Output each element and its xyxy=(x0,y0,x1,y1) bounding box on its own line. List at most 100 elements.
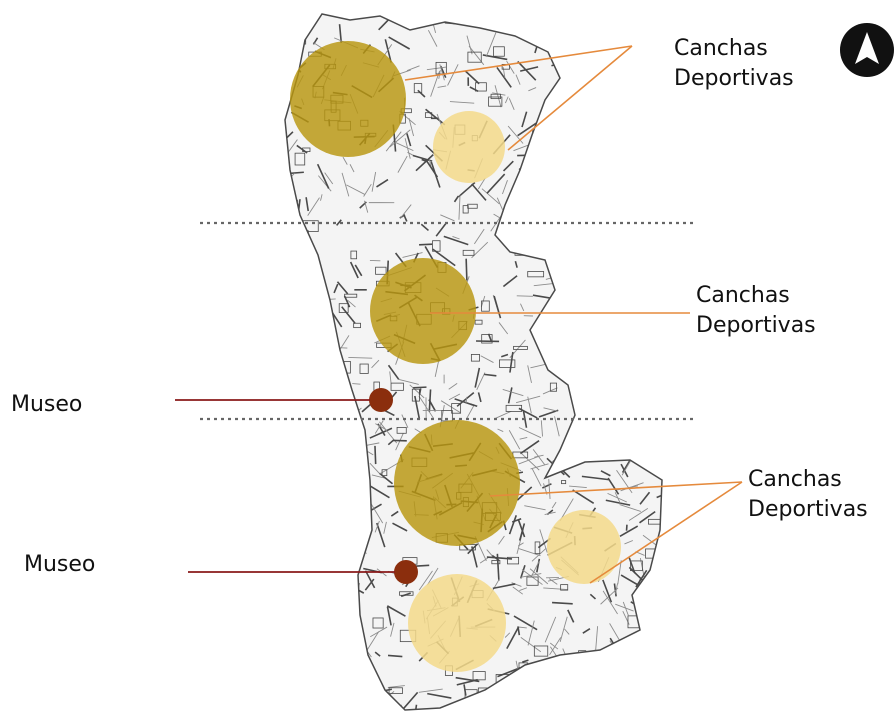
street-segment xyxy=(580,392,608,396)
parcel xyxy=(413,83,423,94)
street-segment xyxy=(639,491,651,505)
street-segment xyxy=(331,459,339,469)
street-segment xyxy=(543,587,568,590)
street-segment xyxy=(285,527,288,531)
street-segment xyxy=(663,346,664,358)
street-segment xyxy=(604,282,617,307)
street-segment xyxy=(638,14,643,20)
street-segment xyxy=(285,708,291,710)
street-segment xyxy=(369,462,380,474)
street-segment xyxy=(517,60,537,81)
street-segment xyxy=(543,407,559,412)
street-segment xyxy=(390,510,399,517)
street-segment xyxy=(393,711,399,713)
street-segment xyxy=(626,189,631,198)
parcel xyxy=(467,51,482,63)
street-segment xyxy=(412,154,433,162)
street-segment xyxy=(320,194,323,201)
parcel xyxy=(338,303,349,313)
street-segment xyxy=(641,42,646,65)
street-segment xyxy=(321,386,330,402)
street-segment xyxy=(514,260,518,268)
street-segment xyxy=(563,704,566,710)
street-segment xyxy=(511,582,522,587)
street-segment xyxy=(530,363,547,369)
street-segment xyxy=(493,295,502,319)
street-segment xyxy=(591,446,595,455)
street-segment xyxy=(285,654,306,663)
street-segment xyxy=(440,214,455,222)
street-segment xyxy=(404,138,411,159)
street-segment xyxy=(602,590,618,615)
street-segment xyxy=(532,449,545,465)
street-segment xyxy=(285,168,288,171)
street-segment xyxy=(520,303,525,312)
street-segment xyxy=(519,440,540,455)
street-segment xyxy=(331,366,343,369)
street-segment xyxy=(417,89,426,98)
street-segment xyxy=(587,347,600,357)
street-segment xyxy=(524,505,546,511)
street-segment xyxy=(467,711,469,716)
street-segment xyxy=(626,361,645,378)
street-segment xyxy=(554,416,560,437)
parcel xyxy=(481,300,490,312)
street-segment xyxy=(285,448,286,466)
street-segment xyxy=(349,164,355,173)
street-segment xyxy=(508,98,515,111)
street-segment xyxy=(573,197,590,217)
street-segment xyxy=(551,257,556,265)
parcel xyxy=(474,319,483,325)
street-segment xyxy=(553,699,575,710)
street-segment xyxy=(591,399,598,425)
street-segment xyxy=(589,706,596,710)
street-segment xyxy=(509,351,514,373)
parcel xyxy=(305,284,313,291)
street-segment xyxy=(523,174,535,177)
street-segment xyxy=(330,494,357,499)
parcel xyxy=(300,432,308,444)
street-segment xyxy=(619,525,639,538)
street-segment xyxy=(285,171,304,175)
street-segment xyxy=(389,704,402,710)
museum-marker xyxy=(394,560,418,584)
street-segment xyxy=(285,53,287,67)
street-segment xyxy=(656,491,662,499)
street-segment xyxy=(517,154,544,157)
street-segment xyxy=(604,256,618,277)
street-segment xyxy=(299,425,304,448)
street-segment xyxy=(651,45,662,52)
parcel xyxy=(467,203,478,209)
street-segment xyxy=(641,644,662,655)
street-segment xyxy=(527,620,535,646)
street-segment xyxy=(544,616,557,643)
street-segment xyxy=(641,692,649,696)
street-segment xyxy=(365,631,380,654)
sports-field-marker xyxy=(370,258,476,364)
street-segment xyxy=(557,669,569,673)
street-segment xyxy=(548,133,554,142)
street-segment xyxy=(376,522,386,548)
parcel xyxy=(526,576,539,586)
street-segment xyxy=(448,393,461,401)
street-segment xyxy=(322,384,327,398)
street-segment xyxy=(602,138,617,156)
street-segment xyxy=(418,395,435,419)
parcel xyxy=(610,294,617,299)
street-segment xyxy=(353,410,358,418)
street-segment xyxy=(421,158,428,163)
street-segment xyxy=(268,691,282,710)
parcel xyxy=(593,260,599,266)
parcel xyxy=(590,349,599,359)
street-segment xyxy=(484,373,497,377)
street-segment xyxy=(408,118,415,137)
street-segment xyxy=(354,264,363,277)
street-segment xyxy=(400,204,412,219)
street-segment xyxy=(387,654,403,658)
street-segment xyxy=(453,195,460,203)
street-segment xyxy=(285,440,294,449)
street-segment xyxy=(324,547,342,553)
street-segment xyxy=(346,184,365,195)
street-segment xyxy=(601,344,625,358)
